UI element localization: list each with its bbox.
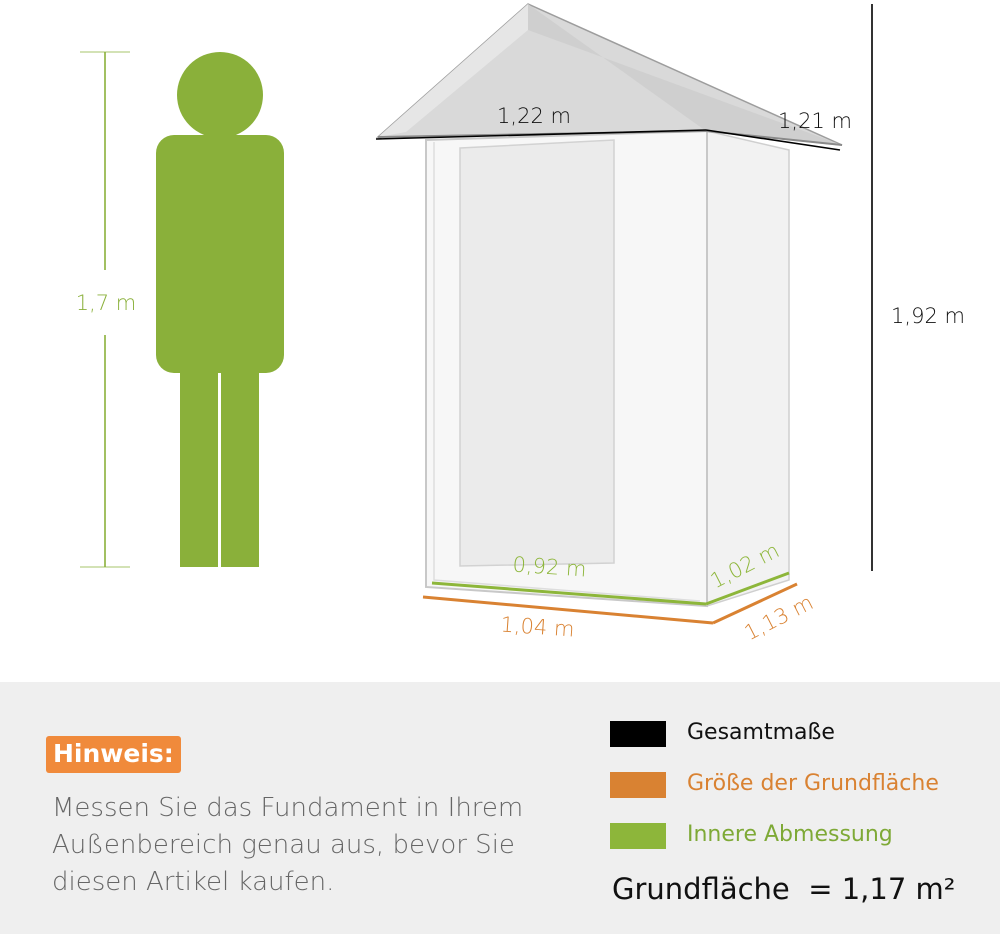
legend-swatch-base: [610, 772, 666, 798]
person-silhouette: [156, 52, 284, 567]
legend-swatch-overall: [610, 721, 666, 747]
shed: [375, 3, 843, 608]
base-width-label: 1,04 m: [500, 612, 575, 641]
floor-area-label: Grundfläche: [612, 872, 790, 906]
dimension-diagram: 1,7 m 1,22 m 1,21 m 1,92 m 0,92 m 1,02 m…: [76, 3, 965, 645]
info-panel: [0, 682, 1000, 934]
base-depth-label: 1,13 m: [740, 590, 817, 645]
shed-side-wall: [706, 130, 790, 608]
legend-label-inner: Innere Abmessung: [687, 822, 893, 847]
legend-label-overall: Gesamtmaße: [687, 720, 835, 745]
total-height-label: 1,92 m: [891, 304, 965, 328]
person-height-label: 1,7 m: [76, 291, 137, 315]
roof-side-label: 1,21 m: [778, 109, 852, 133]
legend-swatch-inner: [610, 823, 666, 849]
inner-width-label: 0,92 m: [512, 552, 587, 581]
base-dimension-lines: [422, 582, 798, 625]
roof-front-label: 1,22 m: [497, 104, 571, 128]
note-text: Messen Sie das Fundament in Ihrem Außenb…: [52, 793, 524, 897]
note-title: Hinweis:: [46, 736, 181, 773]
floor-area-value: = 1,17 m²: [808, 872, 956, 906]
floor-area: Grundfläche = 1,17 m²: [612, 872, 955, 906]
legend-label-base: Größe der Grundfläche: [687, 771, 939, 796]
person-height-line: [80, 51, 130, 568]
inner-dimension-lines: [431, 571, 790, 606]
shed-door: [459, 139, 615, 567]
